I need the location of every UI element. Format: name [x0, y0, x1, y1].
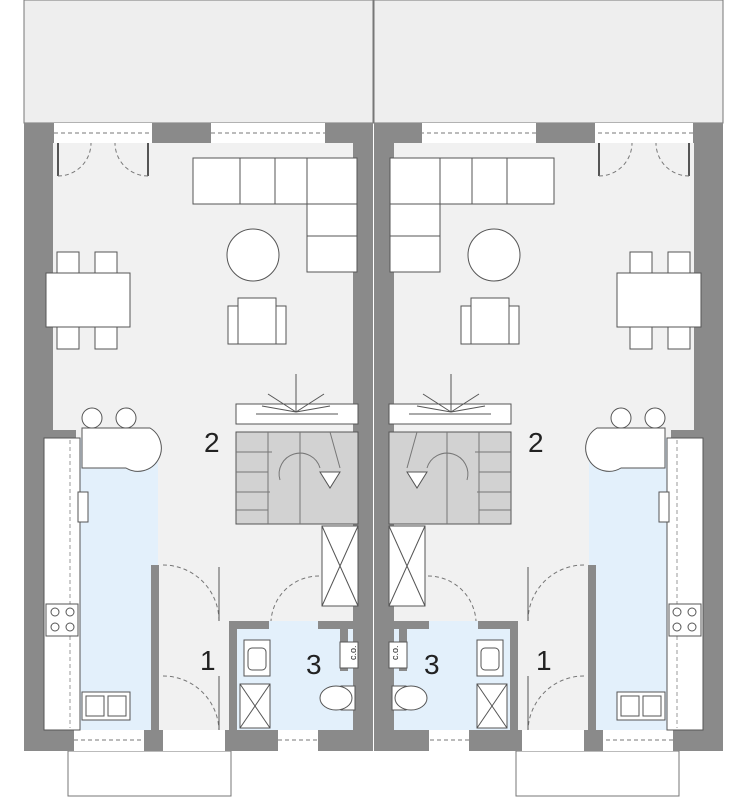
chimney-label-left: c.o.	[348, 645, 358, 660]
room-label-living-right: 2	[528, 427, 544, 458]
room-label-hall-right: 1	[536, 645, 552, 676]
room-label-living-left: 2	[204, 427, 220, 458]
room-label-bathroom-left: 3	[306, 649, 322, 680]
room-label-hall-left: 1	[200, 645, 216, 676]
room-label-bathroom-right: 3	[424, 649, 440, 680]
chimney-label-right: c.o.	[390, 645, 400, 660]
